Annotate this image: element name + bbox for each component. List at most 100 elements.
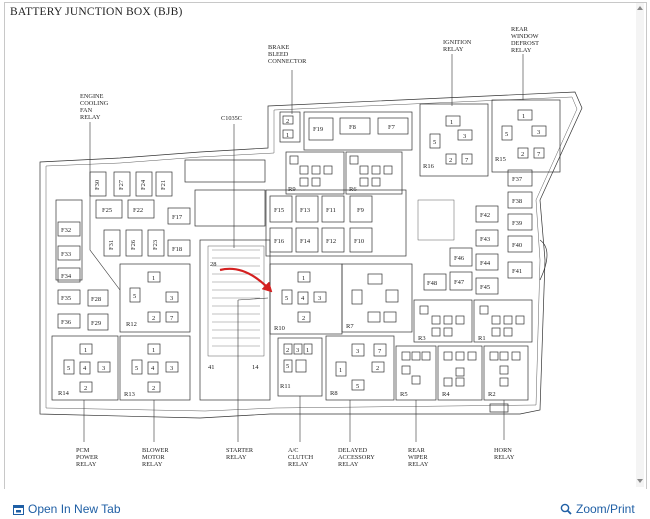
svg-text:F42: F42 xyxy=(480,212,490,219)
relay-label: R4 xyxy=(442,391,450,398)
svg-text:F38: F38 xyxy=(512,198,522,205)
svg-text:F46: F46 xyxy=(454,255,465,262)
svg-text:3: 3 xyxy=(356,348,359,355)
relay-label: R1 xyxy=(478,335,486,342)
svg-text:4: 4 xyxy=(151,365,155,372)
page-title: BATTERY JUNCTION BOX (BJB) xyxy=(10,6,183,18)
svg-text:F9: F9 xyxy=(357,207,364,214)
pin-number-41: 41 xyxy=(208,364,215,371)
callout-blower: BLOWER MOTOR RELAY xyxy=(142,447,170,468)
svg-text:F47: F47 xyxy=(454,279,465,286)
open-in-new-tab-link[interactable]: Open In New Tab xyxy=(13,502,121,516)
svg-text:5: 5 xyxy=(285,295,288,302)
relay-label: R13 xyxy=(124,391,135,398)
callout-engine-fan: ENGINE COOLING FAN RELAY xyxy=(80,93,110,121)
bottom-right-relays: R5 R4 R2 xyxy=(395,345,529,401)
svg-text:F26: F26 xyxy=(130,239,137,250)
right-mid-relays: R3 R1 xyxy=(413,299,533,343)
svg-text:3: 3 xyxy=(296,347,299,354)
svg-text:2: 2 xyxy=(376,365,379,372)
svg-text:F10: F10 xyxy=(354,238,364,245)
svg-text:F28: F28 xyxy=(91,296,101,303)
callout-horn: HORN RELAY xyxy=(494,447,515,461)
svg-text:5: 5 xyxy=(286,363,289,370)
svg-text:7: 7 xyxy=(378,348,382,355)
svg-text:F33: F33 xyxy=(61,251,71,258)
svg-text:2: 2 xyxy=(302,315,305,322)
svg-text:F15: F15 xyxy=(274,207,284,214)
svg-text:F36: F36 xyxy=(61,319,72,326)
svg-text:2: 2 xyxy=(521,151,524,158)
pin-number-28: 28 xyxy=(210,261,217,268)
scrollbar[interactable] xyxy=(636,3,644,487)
svg-text:F44: F44 xyxy=(480,260,491,267)
fuse-label: F7 xyxy=(388,124,396,131)
relay-label: R15 xyxy=(495,156,506,163)
svg-text:3: 3 xyxy=(463,133,466,140)
svg-text:F11: F11 xyxy=(326,207,336,214)
svg-text:1: 1 xyxy=(84,347,87,354)
svg-text:F14: F14 xyxy=(300,238,311,245)
svg-text:2: 2 xyxy=(449,157,452,164)
callout-pcm: PCM POWER RELAY xyxy=(76,447,100,468)
pin-label: 2 xyxy=(286,118,289,125)
svg-text:F31: F31 xyxy=(108,240,115,250)
svg-text:F41: F41 xyxy=(512,268,522,275)
svg-text:7: 7 xyxy=(465,157,469,164)
svg-text:5: 5 xyxy=(433,139,436,146)
callout-brake: BRAKE BLEED CONNECTOR xyxy=(268,44,307,65)
pin-number-14: 14 xyxy=(252,364,259,371)
relay-label: R2 xyxy=(488,391,496,398)
svg-text:F22: F22 xyxy=(133,207,143,214)
relay-label: R10 xyxy=(274,325,285,332)
svg-text:1: 1 xyxy=(152,347,155,354)
svg-text:1: 1 xyxy=(302,275,305,282)
callout-c1035c: C1035C xyxy=(221,115,242,122)
center-bottom-relays: 2 3 1 5 R11 3 7 1 2 5 R8 xyxy=(277,335,395,401)
svg-text:3: 3 xyxy=(170,365,173,372)
red-arrow-icon xyxy=(219,267,273,293)
starter-relay-r10: 1 5 4 3 2 R10 R7 xyxy=(269,263,413,335)
svg-text:1: 1 xyxy=(339,367,342,374)
svg-text:F45: F45 xyxy=(480,284,490,291)
leader-lines xyxy=(83,54,524,442)
svg-text:2: 2 xyxy=(152,315,155,322)
relay-label: R7 xyxy=(346,323,354,330)
callout-ignition: IGNITION RELAY xyxy=(443,39,473,53)
svg-text:F12: F12 xyxy=(326,238,336,245)
callout-rear-wiper: REAR WIPER RELAY xyxy=(408,447,429,468)
callout-rear-defrost: REAR WINDOW DEFROST RELAY xyxy=(511,26,540,54)
callout-ac-clutch: A/C CLUTCH RELAY xyxy=(288,447,315,468)
svg-text:F48: F48 xyxy=(427,280,437,287)
relay-label: R3 xyxy=(418,335,426,342)
svg-text:F40: F40 xyxy=(512,242,522,249)
svg-text:5: 5 xyxy=(505,131,508,138)
svg-text:F34: F34 xyxy=(61,273,72,280)
svg-text:1: 1 xyxy=(152,275,155,282)
svg-text:3: 3 xyxy=(318,295,321,302)
svg-text:7: 7 xyxy=(537,151,541,158)
zoom-print-link[interactable]: Zoom/Print xyxy=(560,502,635,516)
svg-text:F21: F21 xyxy=(160,180,167,190)
svg-text:F24: F24 xyxy=(140,179,147,190)
svg-text:F23: F23 xyxy=(152,240,159,250)
scroll-down-arrow-icon[interactable] xyxy=(636,476,644,486)
svg-text:3: 3 xyxy=(102,365,105,372)
svg-text:F39: F39 xyxy=(512,220,522,227)
fuse-label: F19 xyxy=(313,126,323,133)
svg-text:5: 5 xyxy=(133,293,136,300)
right-fuse-block: F37 F38 F39 F40 F41 F42 F43 F44 F45 F46 … xyxy=(417,169,533,295)
relay-label: R14 xyxy=(58,390,70,397)
open-in-new-tab-label: Open In New Tab xyxy=(28,502,121,516)
left-fuse-block: F30 F27 F24 F21 F25 F22 F17 F32 F33 F34 … xyxy=(55,171,191,331)
svg-text:F17: F17 xyxy=(172,214,183,221)
callout-starter: STARTER RELAY xyxy=(226,447,255,461)
svg-text:F32: F32 xyxy=(61,227,71,234)
center-fuse-grid: F15 F13 F11 F9 F16 F14 F12 F10 xyxy=(265,189,407,257)
svg-text:4: 4 xyxy=(301,295,305,302)
svg-text:3: 3 xyxy=(537,129,540,136)
magnifier-icon xyxy=(560,503,572,515)
svg-text:2: 2 xyxy=(152,385,155,392)
new-tab-icon xyxy=(13,504,24,515)
scroll-up-arrow-icon[interactable] xyxy=(636,3,644,13)
